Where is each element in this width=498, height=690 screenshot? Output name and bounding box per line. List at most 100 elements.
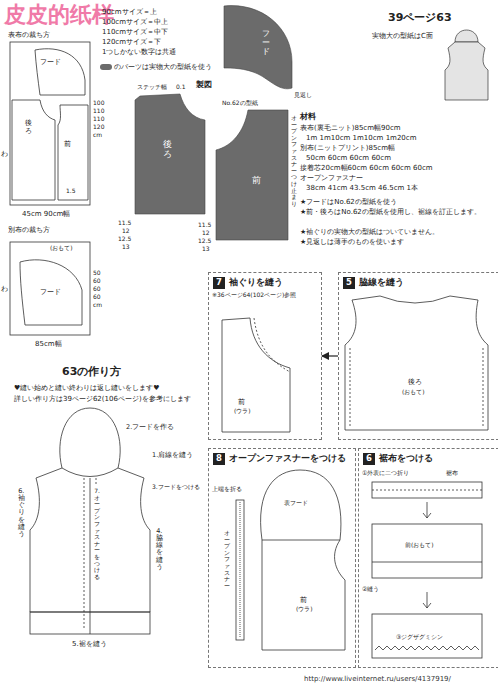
label: 120	[93, 124, 104, 131]
figure-line	[10, 42, 90, 205]
figure-line	[135, 94, 205, 214]
label: 13	[122, 244, 130, 251]
figure-line	[254, 318, 290, 372]
figure-line	[372, 482, 482, 498]
step-drawings	[222, 296, 488, 658]
step-arrow	[322, 355, 338, 356]
label: (ウラ)	[296, 606, 313, 613]
label: 後ろ	[408, 378, 422, 386]
label: 12	[122, 228, 130, 235]
figure-line	[35, 49, 85, 95]
label: 前	[300, 596, 307, 604]
step-heading: 7袖ぐりを縫う	[213, 277, 321, 289]
figure-line	[372, 490, 482, 491]
label: 63の作り方	[62, 366, 121, 379]
label: ※36ページ64(102ページ)参照	[212, 292, 312, 299]
figure-line	[445, 42, 488, 100]
vertical-label: 4.脇線を縫う	[156, 528, 163, 571]
figure-line	[20, 260, 82, 325]
label: (おもて)	[402, 389, 425, 396]
label: 50	[93, 270, 101, 277]
label: 38cm 41cm 43.5cm 46.5cm 1本	[306, 184, 418, 192]
figure-line	[90, 478, 91, 634]
label: ①外表に二つ折り	[362, 470, 409, 477]
label: 1.肩線を縫う	[152, 452, 193, 459]
label: 表布(裏毛ニット)85cm幅90cm	[300, 124, 401, 132]
label: 60	[93, 294, 101, 301]
figure-line	[423, 502, 431, 518]
figure-line	[58, 105, 88, 200]
label: 詳しい作り方は39ページ62(106ページ)を参考にします	[14, 395, 204, 403]
label: 1つしかない数字は共通	[102, 48, 176, 56]
figure-line	[62, 468, 118, 477]
figure-line	[372, 562, 482, 563]
step-number: 8	[213, 453, 225, 464]
figure-line	[375, 646, 479, 650]
figure-line	[236, 500, 244, 640]
label: ★袖ぐりの実物大の型紙はついていません。	[300, 228, 495, 236]
step-heading: 5脇線を縫う	[343, 277, 498, 289]
figure-line	[350, 348, 483, 428]
label: 100	[93, 100, 104, 107]
label: ②縫う	[362, 586, 379, 593]
figure-line	[345, 296, 488, 430]
figure-line	[60, 408, 120, 468]
figure-line	[261, 470, 341, 540]
label: 100cmサイズ＝中上	[102, 18, 168, 26]
label: ★フードはNo.62の型紙を使う	[300, 198, 495, 206]
label: 120cmサイズ＝下	[102, 38, 161, 46]
step-title: オープンファスナーをつける	[229, 453, 346, 465]
label: 別布(ニットプリント)85cm幅	[300, 144, 395, 152]
label: (おもて)	[50, 245, 73, 252]
vertical-label: フード	[262, 30, 270, 56]
label: 皮皮的纸样	[4, 2, 114, 27]
photo-vest	[445, 30, 488, 100]
label: オープンファスナー	[300, 174, 363, 182]
label: (ウラ)	[234, 408, 251, 415]
label: cm	[93, 302, 102, 309]
label: 90cmサイズ＝上	[102, 8, 157, 16]
label: 裾布	[446, 470, 458, 477]
step-title: 裾布をつける	[379, 453, 433, 465]
label: cm	[93, 132, 102, 139]
label: 60	[93, 286, 101, 293]
figure-line	[224, 6, 292, 89]
vertical-label: 6.袖ぐりを縫う	[18, 488, 25, 538]
label: 12.5	[198, 238, 211, 245]
label: 13	[202, 246, 210, 253]
label: 3.フードをつける	[152, 484, 200, 491]
label: ♥縫い始めと縫い終わりは返し縫いをします♥	[14, 384, 160, 392]
figure-line	[10, 242, 90, 335]
label: 材料	[300, 112, 316, 121]
label: 前	[252, 175, 261, 185]
label: ③ジグザグミシン	[396, 634, 443, 641]
label: 表布の裁ち方	[8, 31, 50, 39]
step-heading: 8 オープンファスナーをつける	[213, 453, 355, 465]
label: 85cm幅	[35, 340, 62, 348]
vertical-label: 7.オープンファスナーをつける	[94, 488, 100, 580]
label: 1.5	[66, 188, 76, 195]
figure-line	[372, 614, 482, 658]
label: 110cmサイズ＝中下	[102, 28, 168, 36]
figure-line	[12, 100, 55, 200]
label: 12	[202, 230, 210, 237]
step-number: 6	[363, 453, 375, 464]
legend-item: のパーツは実物大の型紙を使う	[100, 62, 212, 72]
vertical-label: 後ろ	[25, 120, 32, 135]
figure-line	[222, 318, 290, 432]
vertical-label: 後ろ	[163, 140, 172, 160]
vest-drawing	[30, 408, 150, 634]
label: 2.フードを作る	[126, 424, 174, 431]
figure-line	[455, 30, 478, 42]
label: わ	[1, 285, 8, 293]
legend-swatch	[100, 64, 112, 70]
step-panel: 8 オープンファスナーをつける	[208, 448, 356, 668]
label: ステッチ幅	[137, 84, 167, 91]
label: 表フード	[284, 500, 308, 507]
figure-line	[372, 524, 482, 578]
label: 見返し	[294, 92, 312, 99]
figure-line	[423, 592, 431, 608]
label: 45cm 90cm幅	[22, 210, 70, 218]
label: 39ページ63	[388, 12, 452, 25]
